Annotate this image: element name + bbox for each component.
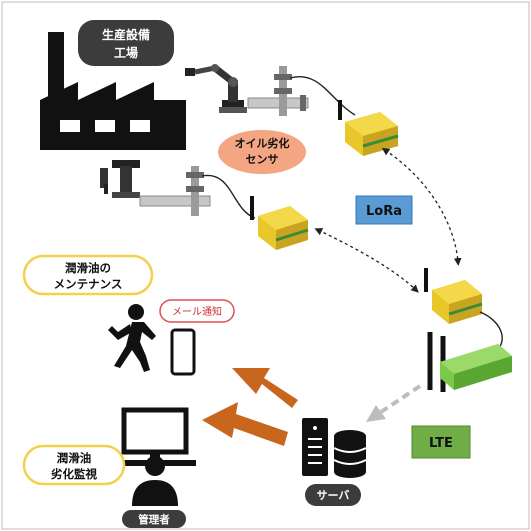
sensor-device-icon — [424, 268, 483, 324]
pipe-middle — [139, 166, 211, 216]
factory-label-line1: 生産設備 — [102, 27, 150, 42]
lte-text: LTE — [429, 436, 453, 451]
monitoring-line2: 劣化監視 — [51, 467, 97, 481]
cable-top — [289, 75, 356, 116]
lora-label: LoRa — [355, 195, 413, 225]
pipe-top — [247, 66, 309, 116]
factory-icon — [40, 32, 186, 150]
maintenance-label: 潤滑油の メンテナンス — [22, 254, 154, 296]
sensor-device-icon — [250, 196, 309, 250]
factory-label: 生産設備 工場 — [78, 20, 174, 66]
oil-sensor-label: オイル劣化 センサ — [218, 130, 306, 174]
gateway-icon — [427, 332, 512, 392]
cable-middle — [201, 174, 256, 219]
admin-label: 管理者 — [122, 510, 186, 528]
lte-label: LTE — [411, 425, 471, 459]
server-text: サーバ — [317, 489, 350, 502]
robot-arm-icon — [185, 64, 247, 113]
mail-label: メール通知 — [159, 299, 235, 323]
robot-arm-icon — [100, 160, 140, 198]
maintenance-line1: 潤滑油の — [65, 261, 111, 275]
mail-text: メール通知 — [172, 305, 222, 318]
server-icon — [302, 418, 367, 478]
lte-link — [366, 384, 422, 422]
monitoring-line1: 潤滑油 — [57, 451, 92, 465]
lora-link-2 — [314, 228, 419, 293]
orange-arrow-to-phone — [232, 368, 298, 408]
oil-sensor-line1: オイル劣化 — [235, 136, 290, 150]
person-running-icon — [108, 304, 156, 372]
admin-text: 管理者 — [138, 513, 170, 526]
person-icon — [132, 456, 178, 506]
monitoring-label: 潤滑油 劣化監視 — [22, 444, 126, 486]
server-label: サーバ — [305, 484, 361, 506]
orange-arrow-to-monitor — [202, 402, 288, 446]
lora-text: LoRa — [366, 204, 402, 219]
factory-label-line2: 工場 — [114, 45, 138, 60]
smartphone-icon — [170, 328, 196, 376]
maintenance-line2: メンテナンス — [54, 277, 123, 291]
oil-sensor-line2: センサ — [246, 153, 279, 166]
